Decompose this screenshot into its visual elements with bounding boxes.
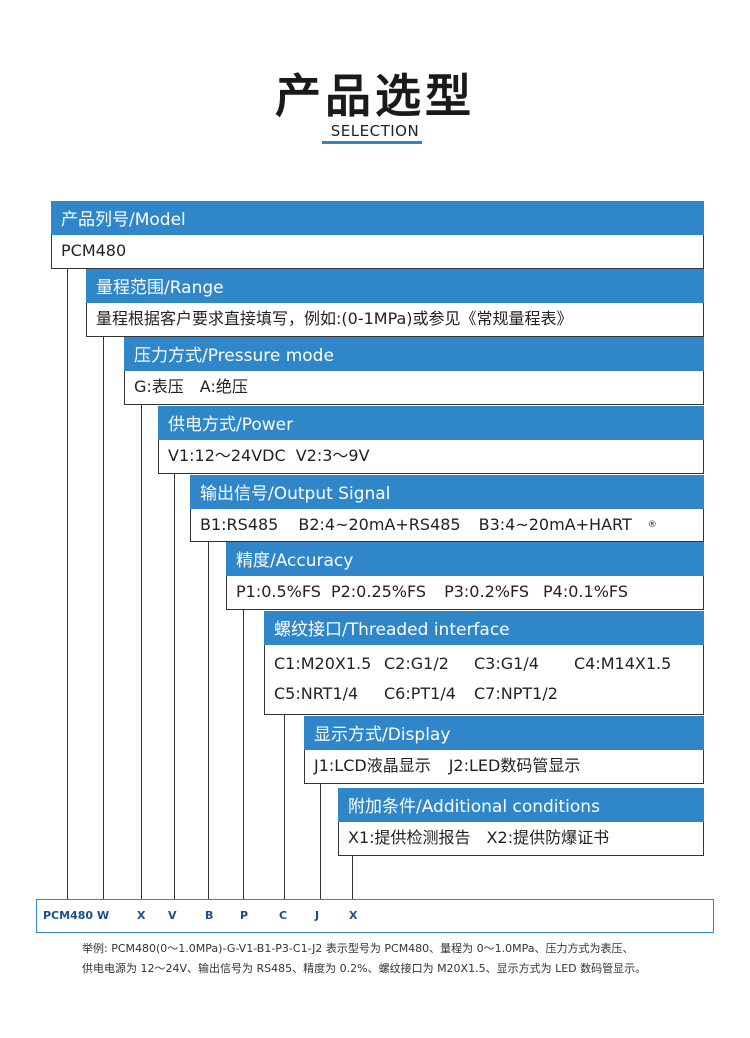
page-subtitle: SELECTION xyxy=(330,122,420,140)
section-3-options: V1:12～24VDC V2:3～9V xyxy=(158,440,704,474)
section-6-heading: 螺纹接口/Threaded interface xyxy=(264,611,704,645)
option-row: C1:M20X1.5 C2:G1/2 C3:G1/4 C4:M14X1.5 xyxy=(274,649,703,679)
option-row: P1:0.5%FS P2:0.25%FS P3:0.2%FS P4:0.1%FS xyxy=(236,576,703,608)
model-code-4: B xyxy=(205,909,214,922)
option-item: J1:LCD液晶显示 xyxy=(314,756,431,775)
option-row: B1:RS485 B2:4~20mA+RS485 B3:4~20mA+HART ® xyxy=(200,509,703,541)
option-item: J2:LED数码管显示 xyxy=(448,756,581,775)
section-1-options: 量程根据客户要求直接填写，例如:(0-1MPa)或参见《常规量程表》 xyxy=(86,303,704,337)
option-item: P2:0.25%FS xyxy=(330,582,427,601)
option-row: X1:提供检测报告 X2:提供防爆证书 xyxy=(348,822,703,854)
section-5-heading: 精度/Accuracy xyxy=(226,542,704,576)
connector-line xyxy=(67,269,68,899)
connector-line xyxy=(352,856,353,899)
option-row: J1:LCD液晶显示 J2:LED数码管显示 xyxy=(314,750,703,782)
model-code-7: J xyxy=(315,909,320,922)
option-item: C7:NPT1/2 xyxy=(474,684,558,703)
option-item: B1:RS485 xyxy=(200,515,279,534)
connector-line xyxy=(103,337,104,899)
example-note-line-2: 供电电源为 12～24V、输出信号为 RS485、精度为 0.2%、螺纹接口为 … xyxy=(82,962,647,975)
option-item: C6:PT1/4 xyxy=(384,684,456,703)
option-item: C1:M20X1.5 xyxy=(274,654,372,673)
option-item: V1:12～24VDC xyxy=(168,446,286,465)
option-item: X2:提供防爆证书 xyxy=(486,828,610,847)
option-row: PCM480 xyxy=(61,235,703,267)
option-item: C4:M14X1.5 xyxy=(574,654,672,673)
option-row: V1:12～24VDC V2:3～9V xyxy=(168,440,703,472)
section-5-options: P1:0.5%FS P2:0.25%FS P3:0.2%FS P4:0.1%FS xyxy=(226,576,704,610)
model-code-2: X xyxy=(137,909,146,922)
model-code-3: V xyxy=(168,909,177,922)
option-item: 量程根据客户要求直接填写，例如:(0-1MPa)或参见《常规量程表》 xyxy=(96,309,573,328)
section-8-options: X1:提供检测报告 X2:提供防爆证书 xyxy=(338,822,704,856)
section-4-options: B1:RS485 B2:4~20mA+RS485 B3:4~20mA+HART ® xyxy=(190,509,704,542)
page-title: 产品选型 xyxy=(275,69,475,123)
connector-line xyxy=(320,784,321,899)
option-row: G:表压 A:绝压 xyxy=(134,371,703,403)
option-item: C5:NRT1/4 xyxy=(274,684,359,703)
connector-line xyxy=(284,715,285,899)
option-item: P3:0.2%FS xyxy=(444,582,530,601)
option-item: P1:0.5%FS xyxy=(236,582,321,601)
subtitle-underline xyxy=(322,141,422,144)
option-item: B3:4~20mA+HART xyxy=(478,515,632,534)
section-7-options: J1:LCD液晶显示 J2:LED数码管显示 xyxy=(304,750,704,784)
connector-line xyxy=(243,610,244,899)
connector-line xyxy=(208,542,209,899)
section-3-heading: 供电方式/Power xyxy=(158,406,704,440)
option-item: G:表压 xyxy=(134,377,184,396)
option-item: A:绝压 xyxy=(199,377,248,396)
section-8-heading: 附加条件/Additional conditions xyxy=(338,788,704,822)
section-4-heading: 输出信号/Output Signal xyxy=(190,475,704,509)
option-item: P4:0.1%FS xyxy=(543,582,628,601)
option-item: C2:G1/2 xyxy=(384,654,449,673)
example-note-line-1: 举例: PCM480(0～1.0MPa)-G-V1-B1-P3-C1-J2 表示… xyxy=(82,942,634,955)
model-code-1: W xyxy=(97,909,110,922)
option-item: V2:3～9V xyxy=(295,446,370,465)
option-item: X1:提供检测报告 xyxy=(348,828,471,847)
option-item: C3:G1/4 xyxy=(474,654,539,673)
option-row: C5:NRT1/4 C6:PT1/4 C7:NPT1/2 xyxy=(274,679,703,709)
option-row: 量程根据客户要求直接填写，例如:(0-1MPa)或参见《常规量程表》 xyxy=(96,303,703,335)
section-1-heading: 量程范围/Range xyxy=(86,269,704,303)
option-item: PCM480 xyxy=(61,241,127,260)
model-code-8: X xyxy=(349,909,358,922)
section-0-heading: 产品列号/Model xyxy=(51,201,704,235)
section-0-options: PCM480 xyxy=(51,235,704,269)
section-7-heading: 显示方式/Display xyxy=(304,716,704,750)
connector-line xyxy=(174,474,175,899)
registered-mark: ® xyxy=(647,520,657,530)
model-code-0: PCM480 xyxy=(43,909,94,922)
model-code-6: C xyxy=(279,909,288,922)
section-1: 量程范围/Range 量程根据客户要求直接填写，例如:(0-1MPa)或参见《常规… xyxy=(86,269,704,337)
connector-line xyxy=(141,405,142,899)
model-code-5: P xyxy=(240,909,249,922)
section-2-heading: 压力方式/Pressure mode xyxy=(124,337,704,371)
section-2-options: G:表压 A:绝压 xyxy=(124,371,704,405)
option-item: B2:4~20mA+RS485 xyxy=(298,515,461,534)
